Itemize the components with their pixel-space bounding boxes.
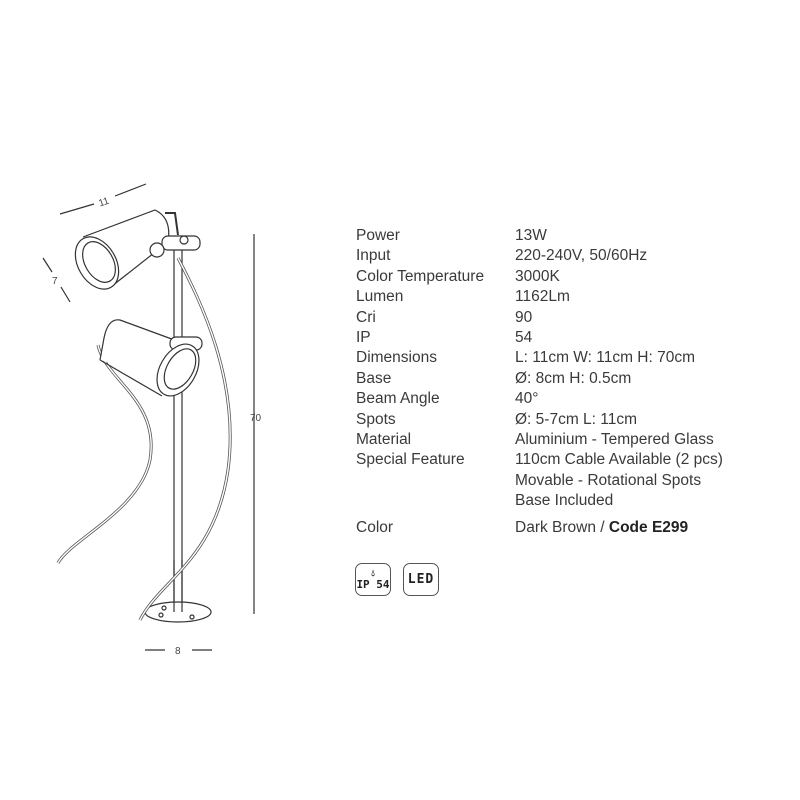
spec-values: L: 11cm W: 11cm H: 70cm (515, 348, 695, 368)
spec-label: Color (356, 519, 394, 536)
spec-values: 220-240V, 50/60Hz (515, 246, 647, 266)
spec-value: L: 11cm W: 11cm H: 70cm (515, 349, 696, 367)
spec-label: Material (356, 431, 412, 449)
dimension-line (114, 183, 147, 197)
spec-values: 3000K (515, 267, 560, 287)
spec-value: Ø: 5-7cm L: 11cm (515, 410, 638, 428)
spec-value: 13W (515, 227, 547, 244)
spec-values: 13W (515, 226, 547, 246)
led-badge: LED (403, 563, 439, 596)
spec-value: 90 (515, 308, 533, 326)
spec-label: IP (356, 329, 371, 347)
spec-label: Color Temperature (356, 267, 485, 285)
spec-row: Beam Angle 40° (356, 389, 723, 409)
spec-row: IP 54 (356, 328, 723, 348)
spec-values: 110cm Cable Available (2 pcs) Movable - R… (515, 450, 723, 511)
spec-row: Base Ø: 8cm H: 0.5cm (356, 369, 723, 389)
spec-label: Spots (356, 410, 396, 428)
spec-value: 40° (515, 390, 539, 408)
spec-values: Ø: 5-7cm L: 11cm (515, 410, 637, 430)
lower-spotlight (99, 318, 203, 397)
base-plate (144, 601, 212, 623)
spec-row: Color Temperature 3000K (356, 267, 723, 287)
cable (56, 344, 153, 564)
dimension-line (42, 257, 53, 273)
spec-label: Dimensions (356, 349, 437, 367)
ip-badge-label: IP 54 (356, 577, 390, 591)
spec-row: Material Aluminium - Tempered Glass (356, 430, 723, 450)
color-value: Dark Brown / (515, 519, 609, 536)
spec-values: Aluminium - Tempered Glass (515, 430, 714, 450)
spec-label: Special Feature (356, 451, 465, 469)
water-drop-icon: 💧︎ (371, 568, 375, 579)
certification-badges: 💧︎ IP 54 LED (355, 563, 439, 596)
spec-value: 1162Lm (515, 288, 570, 306)
spec-value: Ø: 8cm H: 0.5cm (515, 369, 632, 387)
spec-value: Aluminium - Tempered Glass (515, 431, 714, 449)
spec-row: Input 220-240V, 50/60Hz (356, 246, 723, 266)
dimension-width-label: 11 (97, 196, 111, 210)
spec-value: 3000K (515, 267, 560, 285)
spec-values: Ø: 8cm H: 0.5cm (515, 369, 631, 389)
spec-row: Lumen 1162Lm (356, 287, 723, 307)
dimension-line (59, 203, 95, 215)
lamp-technical-drawing: 11 7 70 8 (42, 183, 262, 657)
spec-label: Input (356, 247, 391, 265)
spec-value: Base Included (515, 492, 614, 510)
spec-label: Base (356, 369, 392, 387)
spec-value: 220-240V, 50/60Hz (515, 247, 648, 265)
dimension-line (60, 286, 71, 303)
product-code: Code E299 (608, 519, 689, 536)
spec-row: Power 13W (356, 226, 723, 246)
ip54-badge: 💧︎ IP 54 (355, 563, 391, 596)
spec-label: Beam Angle (356, 390, 440, 408)
color-row: Color Dark Brown / Code E299 (356, 518, 688, 538)
spec-row: Cri 90 (356, 308, 723, 328)
upper-spotlight (74, 209, 201, 290)
spec-values: 90 (515, 308, 532, 328)
dimension-base-label: 8 (175, 646, 181, 657)
spec-row: Spots Ø: 5-7cm L: 11cm (356, 410, 723, 430)
dimension-diameter-label: 7 (52, 276, 58, 287)
spec-row: Dimensions L: 11cm W: 11cm H: 70cm (356, 348, 723, 368)
spec-label: Lumen (356, 288, 404, 306)
spec-label: Power (356, 227, 400, 244)
spec-row: Special Feature 110cm Cable Available (2 … (356, 450, 723, 511)
spec-label: Cri (356, 308, 376, 326)
spec-values: 40° (515, 389, 538, 409)
dimension-height-label: 70 (250, 413, 262, 424)
spec-values: 1162Lm (515, 287, 570, 307)
spec-value: 54 (515, 329, 533, 347)
spec-value: 110cm Cable Available (2 pcs) (515, 451, 723, 469)
spec-value: Dark Brown / Code E299 (515, 518, 688, 538)
led-badge-label: LED (407, 572, 435, 587)
spec-values: 54 (515, 328, 532, 348)
spec-value: Movable - Rotational Spots (515, 471, 702, 489)
